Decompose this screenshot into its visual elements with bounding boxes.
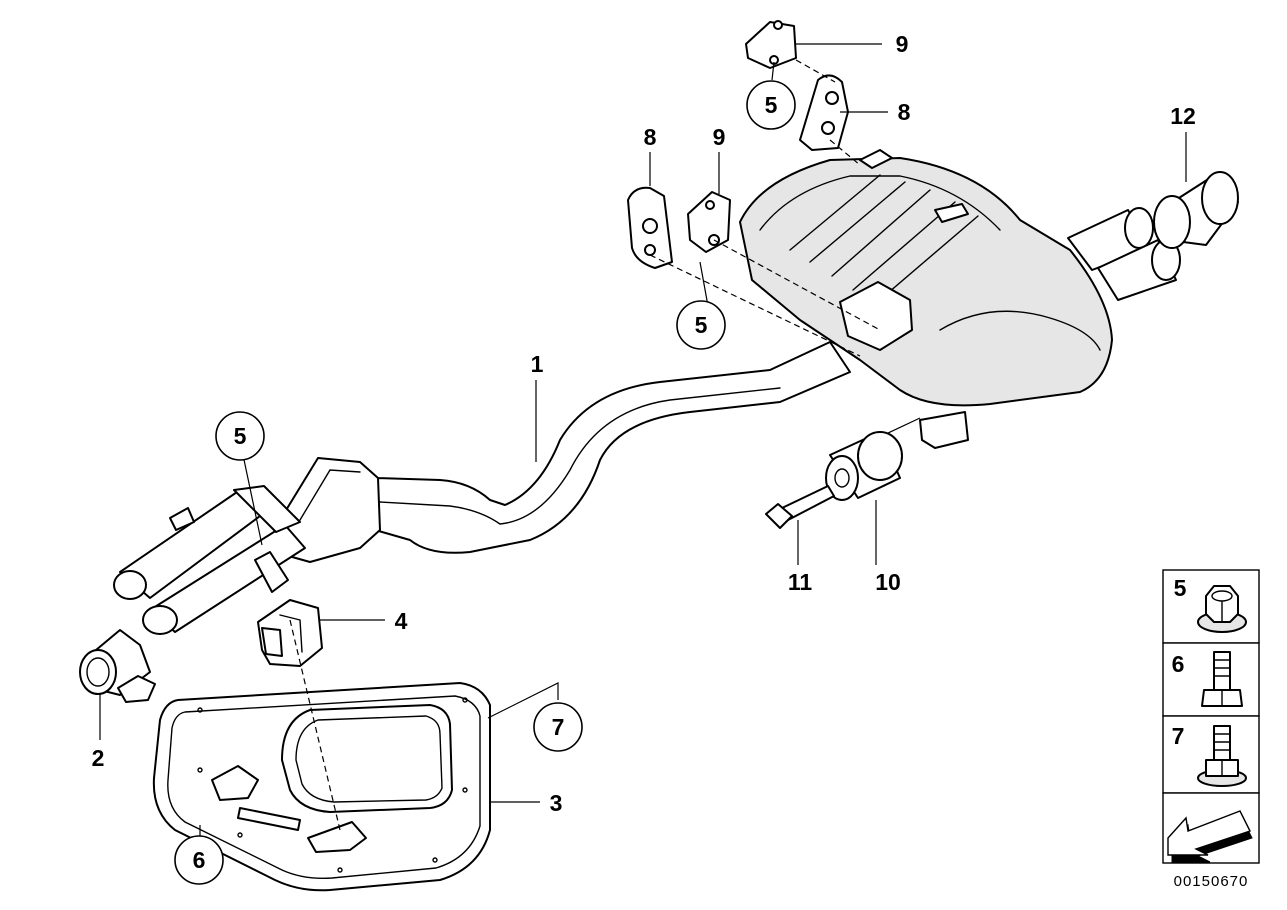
circled-callout-5-left: 5: [215, 411, 265, 461]
legend-label-7: 7: [1172, 723, 1185, 749]
legend-label-6: 6: [1172, 651, 1185, 677]
fastener-legend: 5 6 7: [1162, 569, 1260, 864]
callout-9-top: 9: [896, 31, 909, 57]
svg-text:6: 6: [193, 847, 206, 873]
svg-text:7: 7: [552, 714, 565, 740]
rubber-mount-8-top: [799, 74, 849, 151]
tailpipe-sleeve: [1153, 171, 1239, 249]
hanger-bracket: [254, 551, 323, 667]
svg-text:5: 5: [234, 423, 247, 449]
heat-shield-plate: [152, 682, 491, 892]
rubber-buffer: [825, 431, 903, 501]
leader-lines: [99, 43, 1187, 840]
callout-1: 1: [531, 351, 544, 377]
callout-12: 12: [1170, 103, 1196, 129]
pipe-clamp: [79, 629, 156, 703]
callout-8-left: 8: [644, 124, 657, 150]
bracket-9-top: [745, 20, 797, 69]
circled-callout-5-middle: 5: [676, 300, 726, 350]
flange-bolt-icon: [1197, 725, 1247, 787]
legend-label-5: 5: [1174, 575, 1187, 601]
hex-bolt-icon: [1201, 651, 1243, 707]
bracket-9-left: [687, 191, 731, 253]
callout-8-top: 8: [898, 99, 911, 125]
callout-9-left: 9: [713, 124, 726, 150]
rubber-mount-8-left: [627, 186, 673, 269]
callout-3: 3: [550, 790, 563, 816]
svg-text:5: 5: [695, 312, 708, 338]
callout-2: 2: [92, 745, 105, 771]
callout-11: 11: [788, 569, 813, 595]
circled-callout-7: 7: [533, 702, 583, 752]
callout-10: 10: [875, 569, 901, 595]
circled-callout-5-top: 5: [746, 80, 796, 130]
rear-silencer: [739, 149, 1181, 449]
circled-callout-6: 6: [174, 835, 224, 885]
flange-nut-icon: [1197, 585, 1247, 633]
hex-bolt-11: [765, 485, 835, 529]
exhaust-pipe-assembly: [113, 341, 851, 635]
svg-text:5: 5: [765, 92, 778, 118]
callout-4: 4: [395, 608, 408, 634]
callout-labels: 1 2 3 4 8 8 9 9 10 11 12: [92, 31, 1196, 816]
direction-arrow-icon: [1167, 810, 1253, 863]
document-number: 00150670: [1174, 873, 1249, 890]
circled-callouts: 5 5 5 6 7: [174, 80, 796, 885]
